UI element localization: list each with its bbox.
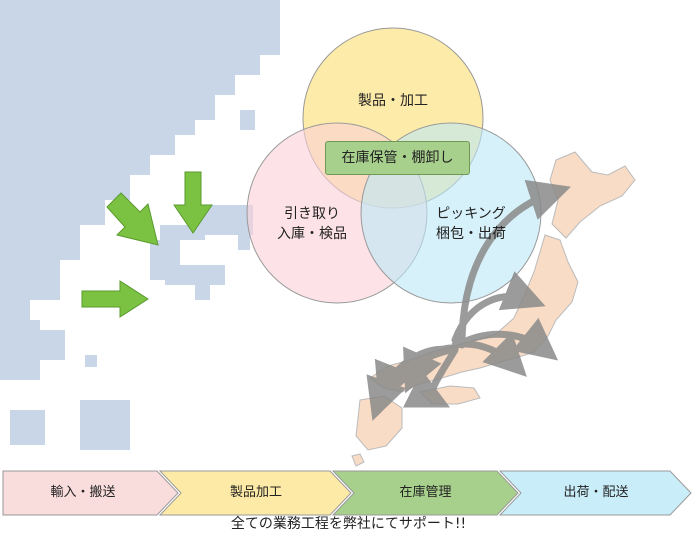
flow-step-1-label: 輸入・搬送 [50,485,116,500]
venn-label-left-line1: 引き取り [284,206,340,222]
asia-map [0,0,280,450]
flow-step-2 [158,470,352,516]
venn-label-right-line1: ピッキング [436,206,506,222]
venn-label-left-line2: 入庫・検品 [277,226,347,242]
venn-label-right-line2: 梱包・出荷 [436,226,506,242]
tagline: 全ての業務工程を弊社にてサポート!! [230,516,467,532]
import-arrows [81,171,213,318]
flow-step-3 [331,470,519,516]
process-flow [2,470,692,516]
green-arrow-diagonal [106,192,159,246]
flow-step-2-label: 製品加工 [229,485,282,500]
distribution-arrows [366,179,571,421]
flow-step-4 [498,470,692,516]
flow-step-1 [2,470,179,516]
green-arrow-down [173,171,213,234]
okinawa [351,453,365,467]
venn-center-box: 在庫保管・棚卸し [325,141,470,175]
venn-label-left: 引き取り 入庫・検品 [262,204,362,244]
flow-step-3-label: 在庫管理 [399,485,452,500]
venn-label-top: 製品・加工 [358,93,428,109]
venn-label-right: ピッキング 梱包・出荷 [416,204,526,244]
flow-step-4-label: 出荷・配送 [563,485,629,500]
green-arrow-right [81,280,149,318]
hokkaido [549,151,636,239]
